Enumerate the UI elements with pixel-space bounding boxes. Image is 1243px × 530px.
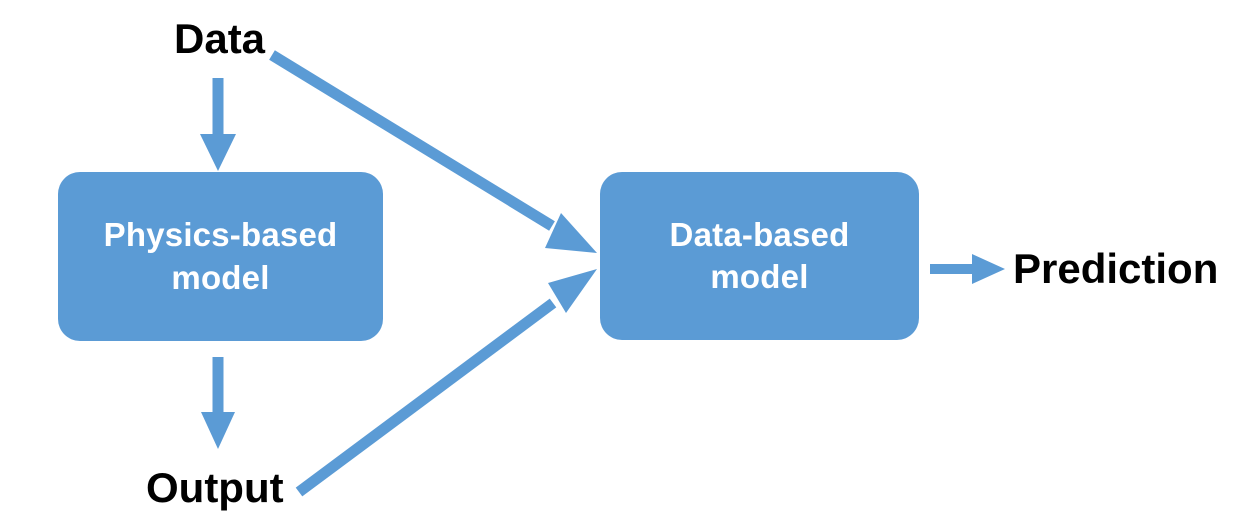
node-physics-based-model-label: Physics-based model	[90, 214, 352, 298]
label-data: Data	[174, 15, 266, 62]
label-prediction: Prediction	[1013, 245, 1219, 292]
node-physics-based-model-line1: Physics-based	[103, 216, 338, 254]
node-data-based-model[interactable]: Data-based model	[600, 172, 919, 340]
node-data-based-model-line1: Data-based	[669, 215, 850, 253]
node-physics-based-model[interactable]: Physics-based model	[58, 172, 383, 341]
arrow-data-to-physics-model	[200, 78, 236, 171]
arrow-physics-model-to-output	[201, 357, 235, 449]
label-output: Output	[146, 464, 284, 511]
node-data-based-model-line2: model	[710, 258, 809, 295]
node-physics-based-model-line2: model	[171, 258, 270, 296]
node-data-based-model-label: Data-based model	[656, 214, 864, 298]
arrow-data-model-to-prediction	[930, 254, 1005, 284]
